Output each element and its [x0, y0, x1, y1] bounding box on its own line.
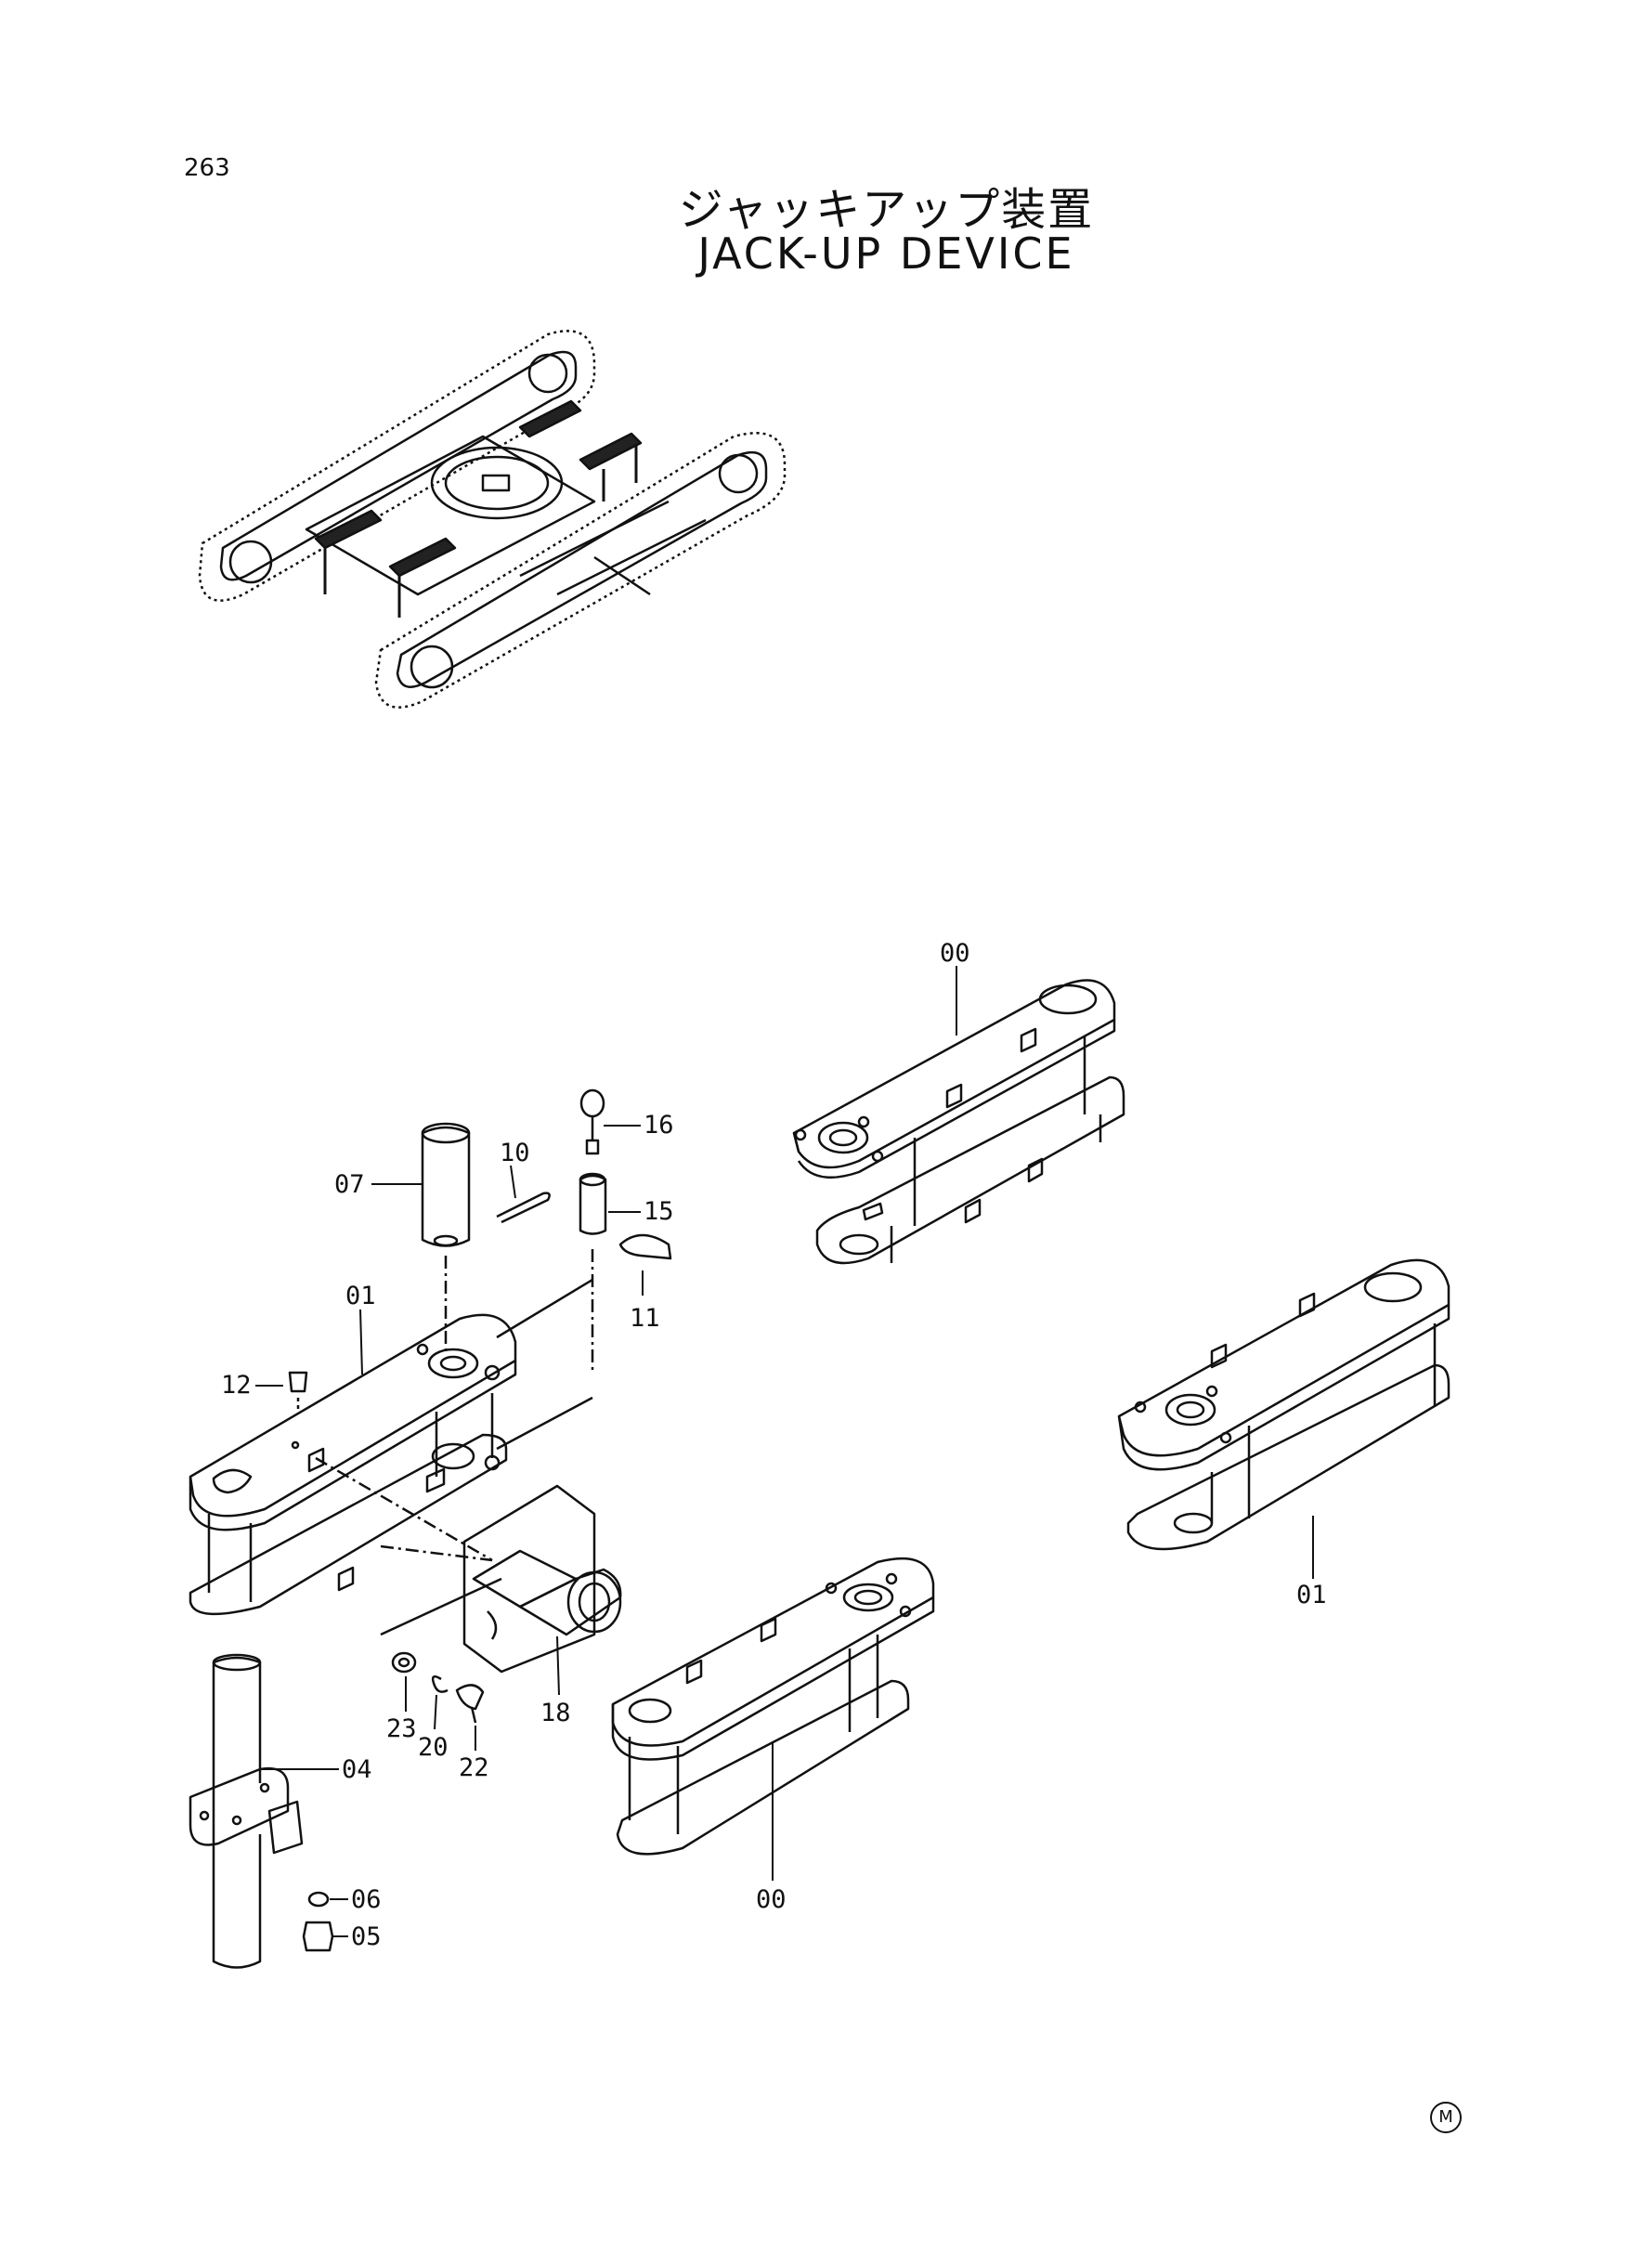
beam-01-right: [1117, 1258, 1450, 1551]
beam-00-upper: [792, 979, 1125, 1265]
callout-01-right: 01: [1296, 1581, 1327, 1609]
beam-00-lower: [611, 1557, 935, 1856]
callout-06: 06: [351, 1885, 382, 1914]
undercarriage-overview: [198, 330, 787, 709]
callout-18: 18: [540, 1699, 571, 1727]
page-number: 263: [184, 154, 230, 182]
callout-01-left: 01: [345, 1282, 376, 1310]
exploded-assembly: [189, 1088, 672, 1969]
footer-mark: M: [1430, 2102, 1462, 2133]
callout-10: 10: [500, 1139, 530, 1167]
callout-22: 22: [459, 1753, 489, 1782]
callout-04: 04: [342, 1755, 372, 1784]
callout-07: 07: [334, 1170, 365, 1199]
callout-23: 23: [386, 1714, 417, 1743]
callout-05: 05: [351, 1922, 382, 1951]
callout-12: 12: [221, 1371, 252, 1400]
callout-labels: 00 16 10 07 15 11 01 12 01 23 20 22 18 0…: [221, 939, 1327, 1951]
callout-15: 15: [644, 1197, 674, 1226]
callout-00-upper: 00: [940, 939, 970, 968]
callout-00-lower: 00: [756, 1885, 787, 1914]
title-japanese: ジャッキアップ装置: [678, 184, 1095, 236]
callout-leaders: [255, 966, 1314, 1937]
callout-16: 16: [644, 1111, 674, 1140]
callout-11: 11: [630, 1304, 660, 1333]
callout-20: 20: [418, 1733, 449, 1762]
title-english: JACK-UP DEVICE: [697, 228, 1075, 279]
